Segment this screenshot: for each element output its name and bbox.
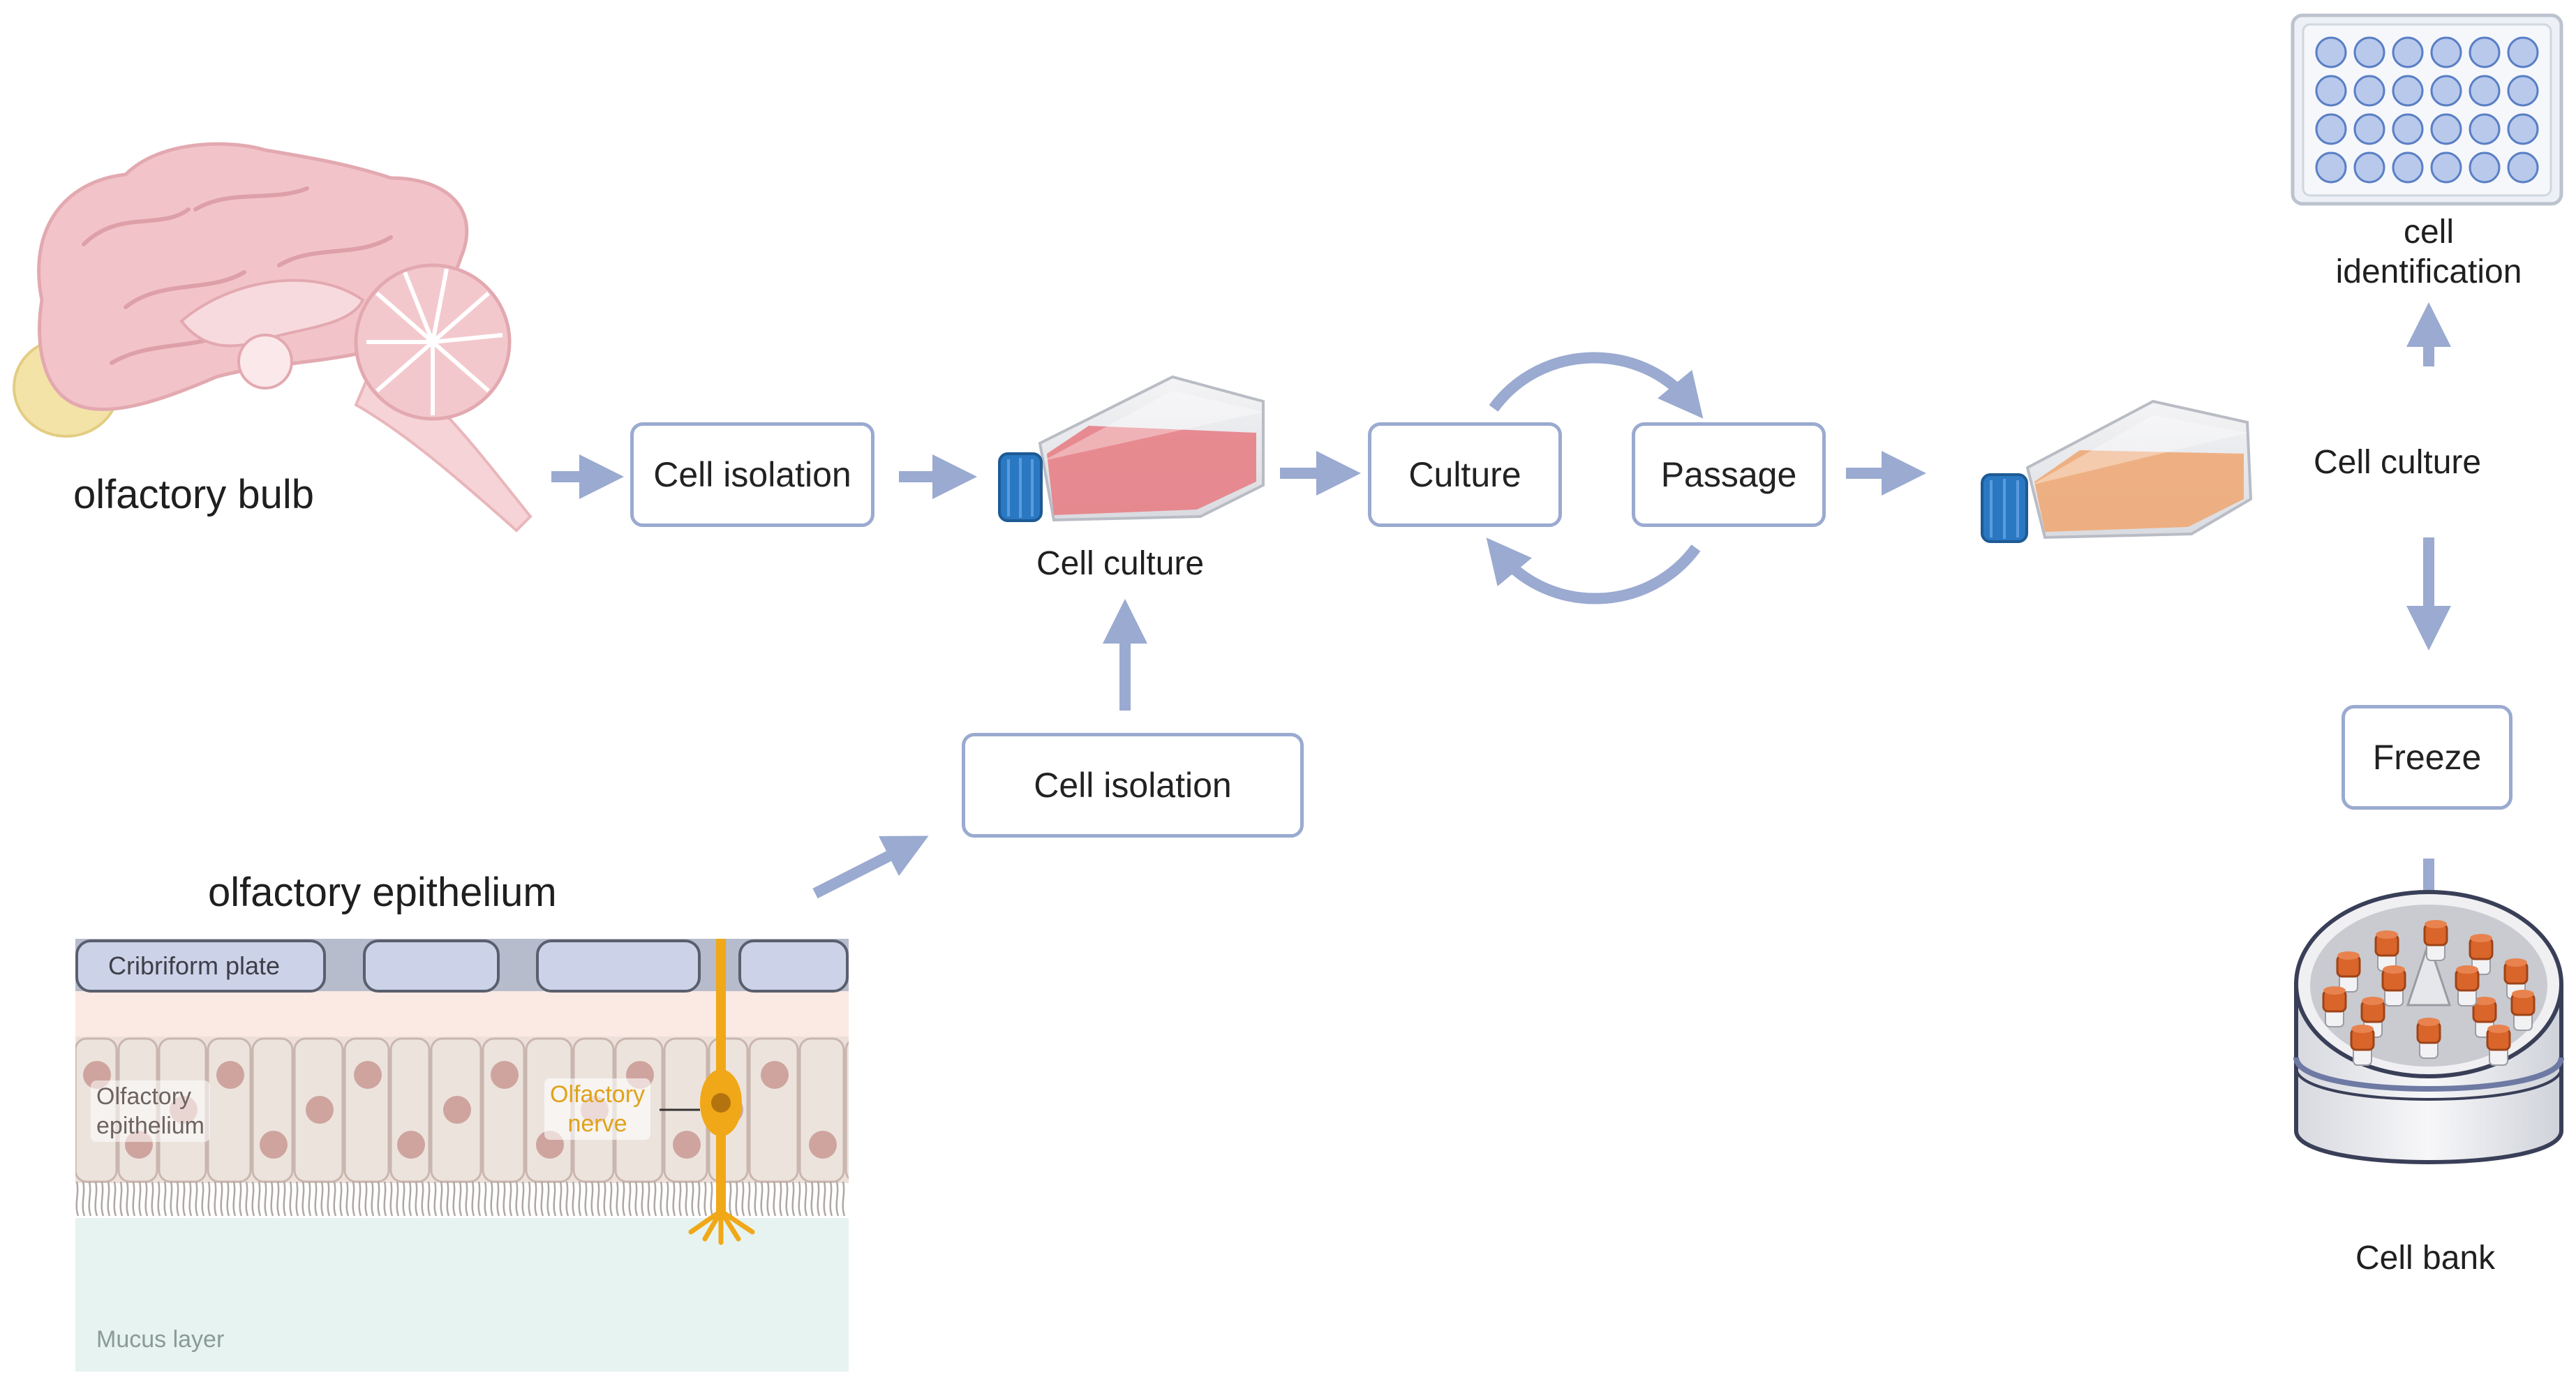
well-plate (2291, 13, 2563, 206)
epithelial-cell (251, 1037, 294, 1183)
olfactory-epithelium-tag-line2: epithelium (96, 1113, 204, 1139)
cryo-vial (2469, 934, 2494, 975)
epithelial-cell (798, 1037, 845, 1183)
olfactory-nerve (660, 939, 755, 1245)
cell-culture-1-label: Cell culture (1036, 545, 1205, 582)
epithelial-cell (207, 1037, 252, 1183)
cell-isolation-bottom-box: Cell isolation (962, 733, 1304, 838)
cryo-vial (2350, 1025, 2375, 1066)
cell-identification-label-line1: cell (2403, 214, 2455, 251)
cerebellum-shape (354, 263, 512, 421)
cryo-vials (2322, 920, 2536, 1066)
plate-well (2469, 151, 2501, 184)
culture-flask-orange (1981, 399, 2253, 543)
plate-well (2392, 36, 2424, 68)
plate-well (2353, 151, 2385, 184)
plate-well (2430, 36, 2462, 68)
olfactory-epithelium-tag-line1: Olfactory (96, 1083, 192, 1110)
cryo-vial (2336, 951, 2361, 993)
cribriform-plate-segment (738, 939, 849, 993)
epithelial-cell (343, 1037, 390, 1183)
olfactory-nerve-tag-line2: nerve (567, 1111, 627, 1137)
plate-well (2469, 75, 2501, 107)
olfactory-bulb-label: olfactory bulb (73, 472, 314, 517)
plate-well (2469, 36, 2501, 68)
plate-well (2430, 75, 2462, 107)
plate-well (2507, 113, 2539, 145)
plate-well (2507, 36, 2539, 68)
plate-well (2315, 113, 2347, 145)
cell-bank-tank (2293, 890, 2564, 1164)
plate-well (2315, 75, 2347, 107)
plate-wells (2315, 36, 2539, 184)
arrows (551, 302, 2451, 940)
cell-culture-2-label: Cell culture (2314, 444, 2482, 481)
arrow-epithelium-to-isolation (812, 835, 929, 899)
epithelial-cell (482, 1037, 526, 1183)
culture-box: Culture (1368, 422, 1562, 527)
cryo-vial (2322, 986, 2347, 1027)
plate-well (2392, 151, 2424, 184)
cell-bank-label: Cell bank (2355, 1240, 2496, 1277)
cryo-vial (2423, 920, 2448, 961)
cryo-vial (2510, 990, 2536, 1031)
arrow-loop-bottom (1486, 537, 1701, 604)
cryo-vial (2455, 965, 2480, 1007)
cryo-vial (2416, 1018, 2441, 1059)
plate-well (2353, 75, 2385, 107)
olfactory-epithelium-tag: Olfactory epithelium (91, 1080, 210, 1142)
cilia (75, 1181, 846, 1217)
epithelial-cell (748, 1037, 799, 1183)
epithelial-cell (389, 1037, 431, 1183)
plate-well (2430, 113, 2462, 145)
plate-well (2315, 151, 2347, 184)
cribriform-plate-segment (363, 939, 500, 993)
olfactory-nerve-tag-line1: Olfactory (550, 1081, 646, 1108)
plate-well (2392, 113, 2424, 145)
cryo-vial (2472, 997, 2497, 1038)
plate-well (2507, 75, 2539, 107)
plate-well (2507, 151, 2539, 184)
cribriform-plate-label: Cribriform plate (108, 951, 281, 980)
epithelium-illustration (75, 939, 849, 1372)
cribriform-plate-segment (536, 939, 701, 993)
plate-well (2353, 113, 2385, 145)
brain-illustration (13, 142, 533, 533)
plate-well (2353, 36, 2385, 68)
cryo-vial (2381, 965, 2406, 1007)
olfactory-nerve-tag: Olfactory nerve (544, 1078, 651, 1140)
freeze-box: Freeze (2342, 705, 2512, 810)
plate-well (2469, 113, 2501, 145)
cryo-vial (2486, 1025, 2511, 1066)
cryo-vial (2374, 930, 2399, 972)
passage-box: Passage (1632, 422, 1826, 527)
cell-isolation-top-box: Cell isolation (630, 422, 874, 527)
epithelial-cell (844, 1041, 849, 1180)
plate-well (2392, 75, 2424, 107)
plate-well (2315, 36, 2347, 68)
culture-flask-pink (998, 375, 1265, 522)
cribriform-plate-segment (75, 939, 326, 993)
olfactory-epithelium-label: olfactory epithelium (208, 870, 557, 915)
mucus-layer-label: Mucus layer (96, 1326, 225, 1353)
cell-identification-label-line2: identification (2335, 253, 2522, 290)
plate-well (2430, 151, 2462, 184)
arrow-loop-top (1489, 352, 1704, 419)
